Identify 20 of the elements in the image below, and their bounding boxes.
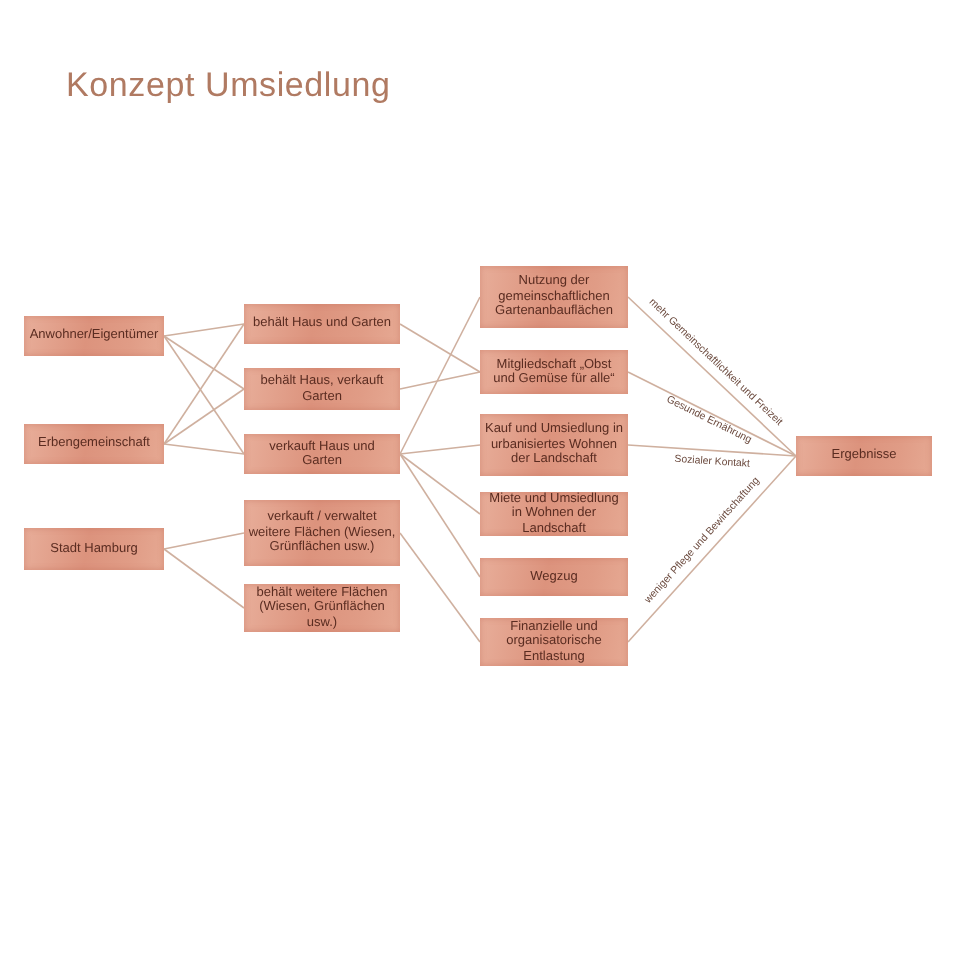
connector-line	[163, 323, 245, 337]
connector-line	[163, 388, 245, 445]
connector-line	[627, 371, 797, 457]
connector-line	[399, 323, 481, 373]
diagram-title: Konzept Umsiedlung	[66, 66, 391, 106]
connector-line	[627, 444, 797, 457]
connector-line	[163, 335, 245, 390]
connector-line	[163, 335, 245, 455]
connector-line	[163, 323, 245, 445]
connector-line	[163, 443, 245, 455]
connector-line	[627, 296, 797, 457]
connector-line	[627, 455, 797, 643]
connector-line	[399, 532, 481, 643]
connector-line	[399, 453, 481, 515]
connector-line	[163, 548, 245, 609]
connector-line	[399, 371, 481, 390]
connector-line	[399, 296, 481, 455]
connector-line	[399, 444, 481, 455]
connector-line	[163, 532, 245, 550]
connector-line	[399, 453, 481, 578]
